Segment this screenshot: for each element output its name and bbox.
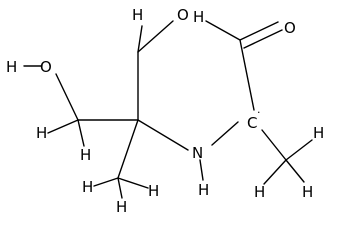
bond-ch3l-h1 [93, 177, 119, 187]
bond-c2-o-double-a [239, 21, 279, 41]
atom-hydroxyl-oxygen: O [40, 58, 52, 76]
atom-ring-o-h: H [193, 8, 204, 26]
radical-dot: · [257, 106, 261, 119]
atom-ring-h-left: H [132, 6, 143, 24]
atom-ch2-hydrogen-2: H [80, 146, 91, 164]
bond-c5-ch3 [117, 119, 139, 179]
bond-ch3l-h3 [117, 177, 123, 199]
bond-c3-ch3 [261, 129, 287, 161]
structure-svg: H O H O C · N H H O H H H H H H H H [6, 6, 324, 216]
atom-methyl-left-h2: H [148, 182, 159, 200]
atom-methyl-left-h3: H [116, 198, 127, 216]
bond-ch2-h1 [47, 119, 79, 134]
bond-c2-c3 [239, 39, 255, 111]
atom-radical-carbon: C [247, 114, 257, 132]
atom-ch2-hydrogen: H [36, 124, 47, 142]
bond-ch2-o [55, 73, 79, 121]
atom-methyl-right-h1: H [313, 124, 324, 142]
bond-ch2-h2 [77, 119, 85, 147]
atom-nh-hydrogen: H [198, 181, 209, 199]
atom-methyl-right-h3: H [254, 183, 265, 201]
bond-c6-h [137, 25, 143, 53]
atom-carbonyl-oxygen: O [284, 19, 296, 37]
atom-nitrogen: N [192, 144, 203, 162]
atom-methyl-right-h2: H [302, 183, 313, 201]
atom-hydroxyl-hydrogen: H [6, 58, 17, 76]
bond-ch3r-h3 [263, 159, 287, 185]
bond-c2-o-double-b [243, 29, 283, 49]
atom-ring-oxygen: O [177, 6, 189, 24]
atom-methyl-left-h1: H [82, 178, 93, 196]
molecule-diagram: H O H O C · N H H O H H H H H H H H [6, 6, 324, 216]
bond-ch3l-h2 [117, 177, 149, 189]
bond-ch3r-h2 [285, 159, 305, 183]
bond-ch3r-h1 [285, 139, 313, 161]
bond-c6-o1 [137, 20, 174, 53]
bond-o1-c2 [205, 20, 241, 41]
bond-c3-n4 [211, 121, 239, 146]
bond-n4-c5 [137, 119, 189, 151]
bond-n-h [199, 159, 204, 181]
